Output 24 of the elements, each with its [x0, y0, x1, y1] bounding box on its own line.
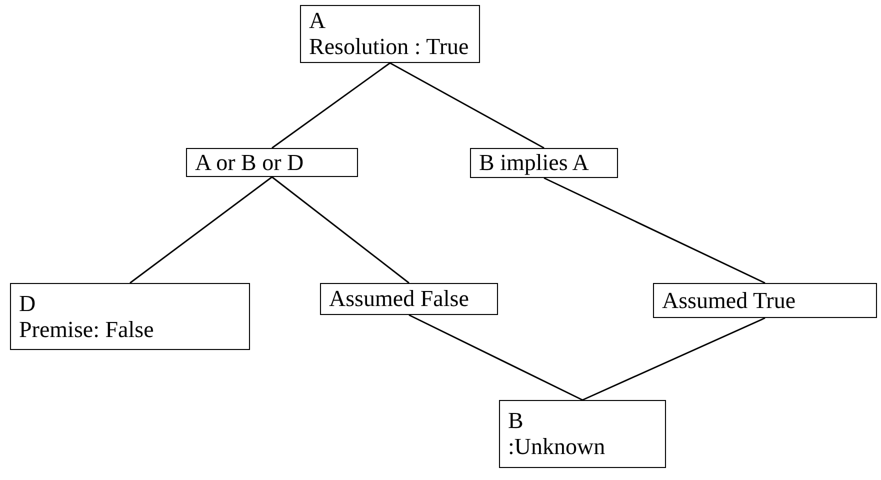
text-box: [300, 5, 480, 63]
box-text: A or B or D: [195, 150, 305, 176]
connector-line: [544, 177, 766, 284]
connector-line: [582, 317, 766, 401]
box-text: Resolution : True: [309, 34, 470, 60]
box-text: B: [508, 408, 524, 434]
text-box: [653, 283, 877, 318]
text-box: [186, 148, 358, 177]
box-text: Assumed False: [329, 286, 470, 312]
box-text: :Unknown: [508, 434, 606, 460]
connector-line: [390, 62, 544, 149]
connector-line: [130, 176, 272, 284]
box-text: B implies A: [479, 150, 590, 176]
text-box: [470, 148, 618, 178]
text-box: [10, 283, 250, 350]
text-box: [320, 283, 498, 315]
box-text: D: [19, 290, 37, 316]
connector-line: [272, 62, 390, 149]
box-text: Premise: False: [19, 316, 155, 342]
text-box: [499, 400, 666, 468]
box-text: A: [309, 8, 327, 34]
connector-line: [272, 176, 410, 284]
connector-line: [408, 314, 583, 401]
box-text: Assumed True: [662, 288, 797, 314]
